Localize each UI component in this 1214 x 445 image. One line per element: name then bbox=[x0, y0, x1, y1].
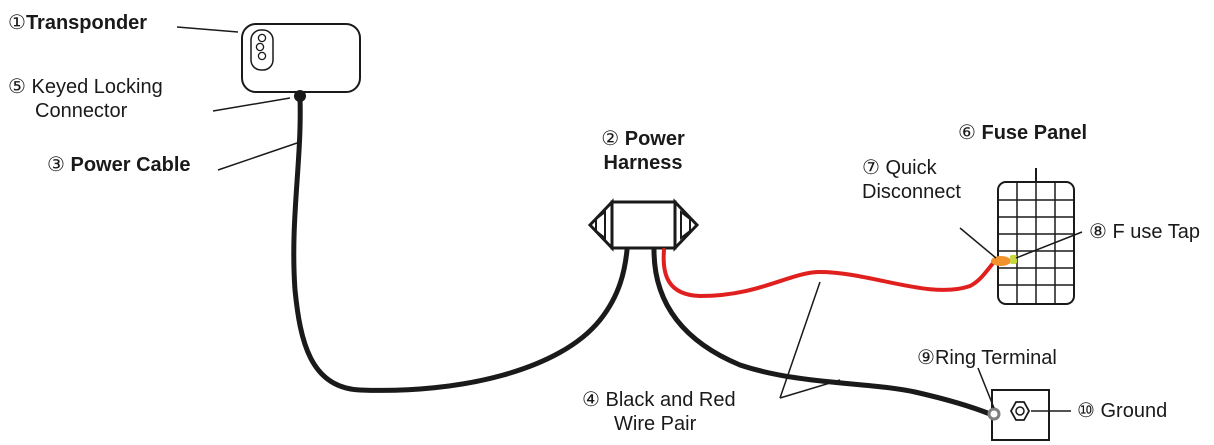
quick-disconnect-line1: Quick bbox=[885, 157, 937, 179]
fuse-tap-num: ⑧ bbox=[1089, 221, 1107, 243]
quick-disconnect-num: ⑦ bbox=[862, 157, 880, 179]
fuse-panel-num: ⑥ bbox=[958, 122, 976, 144]
transponder-num: ① bbox=[8, 12, 26, 34]
power-cable-label: ③ Power Cable bbox=[47, 153, 191, 177]
quick-disconnect-line2: Disconnect bbox=[862, 181, 961, 203]
keyed-connector-num: ⑤ bbox=[8, 76, 26, 98]
fuse-tap-label: ⑧ F use Tap bbox=[1089, 220, 1200, 244]
wire-pair-line2: Wire Pair bbox=[614, 413, 697, 435]
power-harness-line2: Harness bbox=[603, 152, 683, 174]
transponder-label: ①Transponder bbox=[8, 11, 147, 35]
transponder-device bbox=[241, 23, 361, 93]
ring-terminal-part bbox=[987, 407, 1001, 421]
ring-terminal-num: ⑨ bbox=[917, 347, 935, 369]
fuse-tap-text: F use Tap bbox=[1112, 221, 1200, 243]
quick-disconnect-label: ⑦ Quick Disconnect bbox=[862, 156, 961, 204]
red-wire bbox=[661, 248, 998, 299]
fuse-tap-part bbox=[1010, 255, 1017, 264]
leader-lines bbox=[176, 26, 1083, 412]
wire-pair-line1: Black and Red bbox=[605, 389, 736, 411]
ring-terminal-label: ⑨Ring Terminal bbox=[917, 346, 1057, 370]
keyed-connector-line1: Keyed Locking bbox=[31, 76, 163, 98]
ground-num: ⑩ bbox=[1077, 400, 1095, 422]
keyed-connector-label: ⑤ Keyed Locking Connector bbox=[8, 75, 163, 123]
wire-pair-label: ④ Black and Red Wire Pair bbox=[582, 388, 736, 436]
ground-block bbox=[991, 389, 1050, 441]
fuse-panel-text: Fuse Panel bbox=[981, 122, 1088, 144]
power-harness-num: ② bbox=[601, 128, 620, 150]
power-cable-text: Power Cable bbox=[70, 154, 191, 176]
power-cable bbox=[291, 95, 630, 393]
ground-text: Ground bbox=[1100, 400, 1168, 422]
power-harness-line1: Power bbox=[624, 128, 685, 150]
power-cable-num: ③ bbox=[47, 154, 65, 176]
black-wire bbox=[651, 247, 993, 417]
power-harness-body bbox=[587, 198, 700, 252]
ground-label: ⑩ Ground bbox=[1077, 399, 1167, 423]
ring-terminal-text: Ring Terminal bbox=[934, 347, 1057, 369]
fuse-panel bbox=[997, 168, 1075, 305]
wire-pair-num: ④ bbox=[582, 389, 600, 411]
fuse-panel-label: ⑥ Fuse Panel bbox=[958, 121, 1087, 145]
keyed-connector-line2: Connector bbox=[35, 100, 128, 122]
transponder-text: Transponder bbox=[25, 12, 148, 34]
quick-disconnect-part bbox=[991, 256, 1011, 266]
power-harness-label: ② Power Harness bbox=[580, 127, 706, 175]
